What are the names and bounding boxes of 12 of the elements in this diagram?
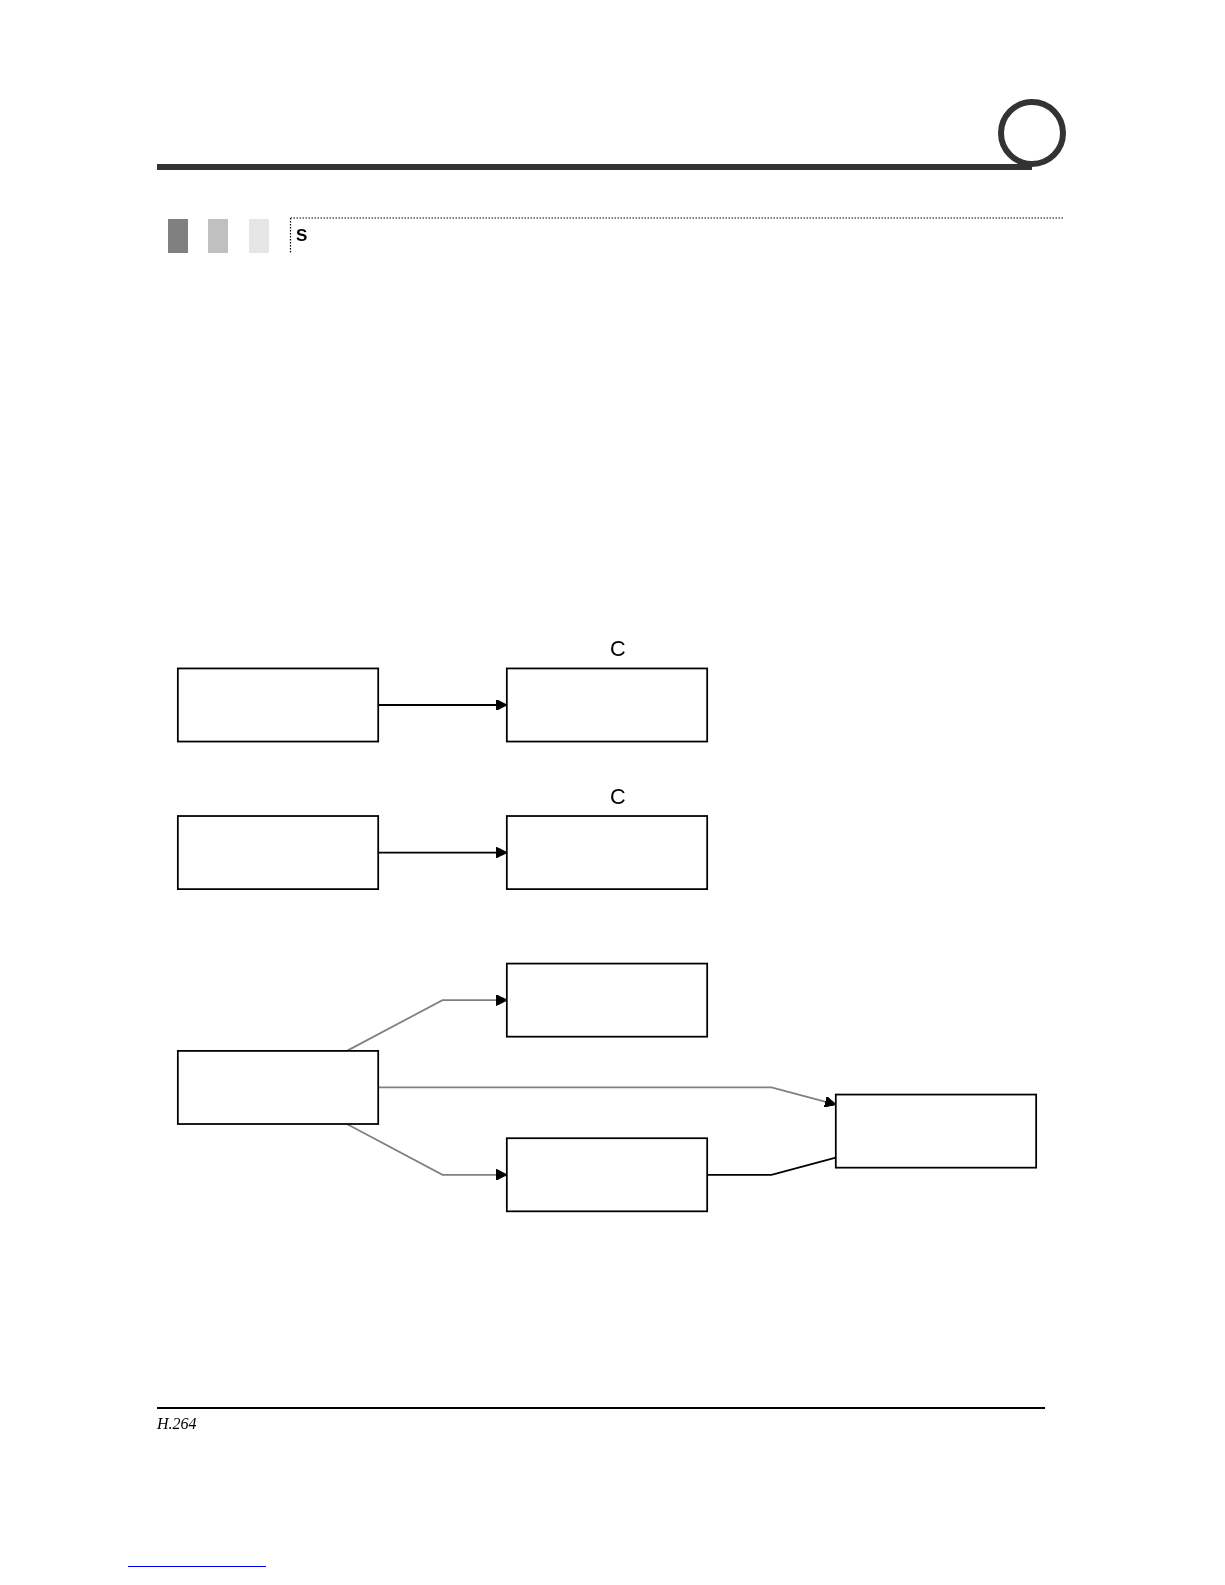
footer-text: H.264 [157, 1415, 197, 1433]
node-box [176, 815, 380, 891]
node-box [834, 1094, 1038, 1169]
node-box [505, 668, 709, 743]
node-box [505, 815, 709, 891]
node-box [176, 1050, 380, 1126]
node-box [176, 668, 380, 743]
node-caption: C [610, 784, 626, 810]
node-caption: C [610, 636, 626, 662]
node-box [505, 1137, 709, 1213]
node-box [505, 963, 709, 1038]
section-heading: S [296, 226, 308, 246]
